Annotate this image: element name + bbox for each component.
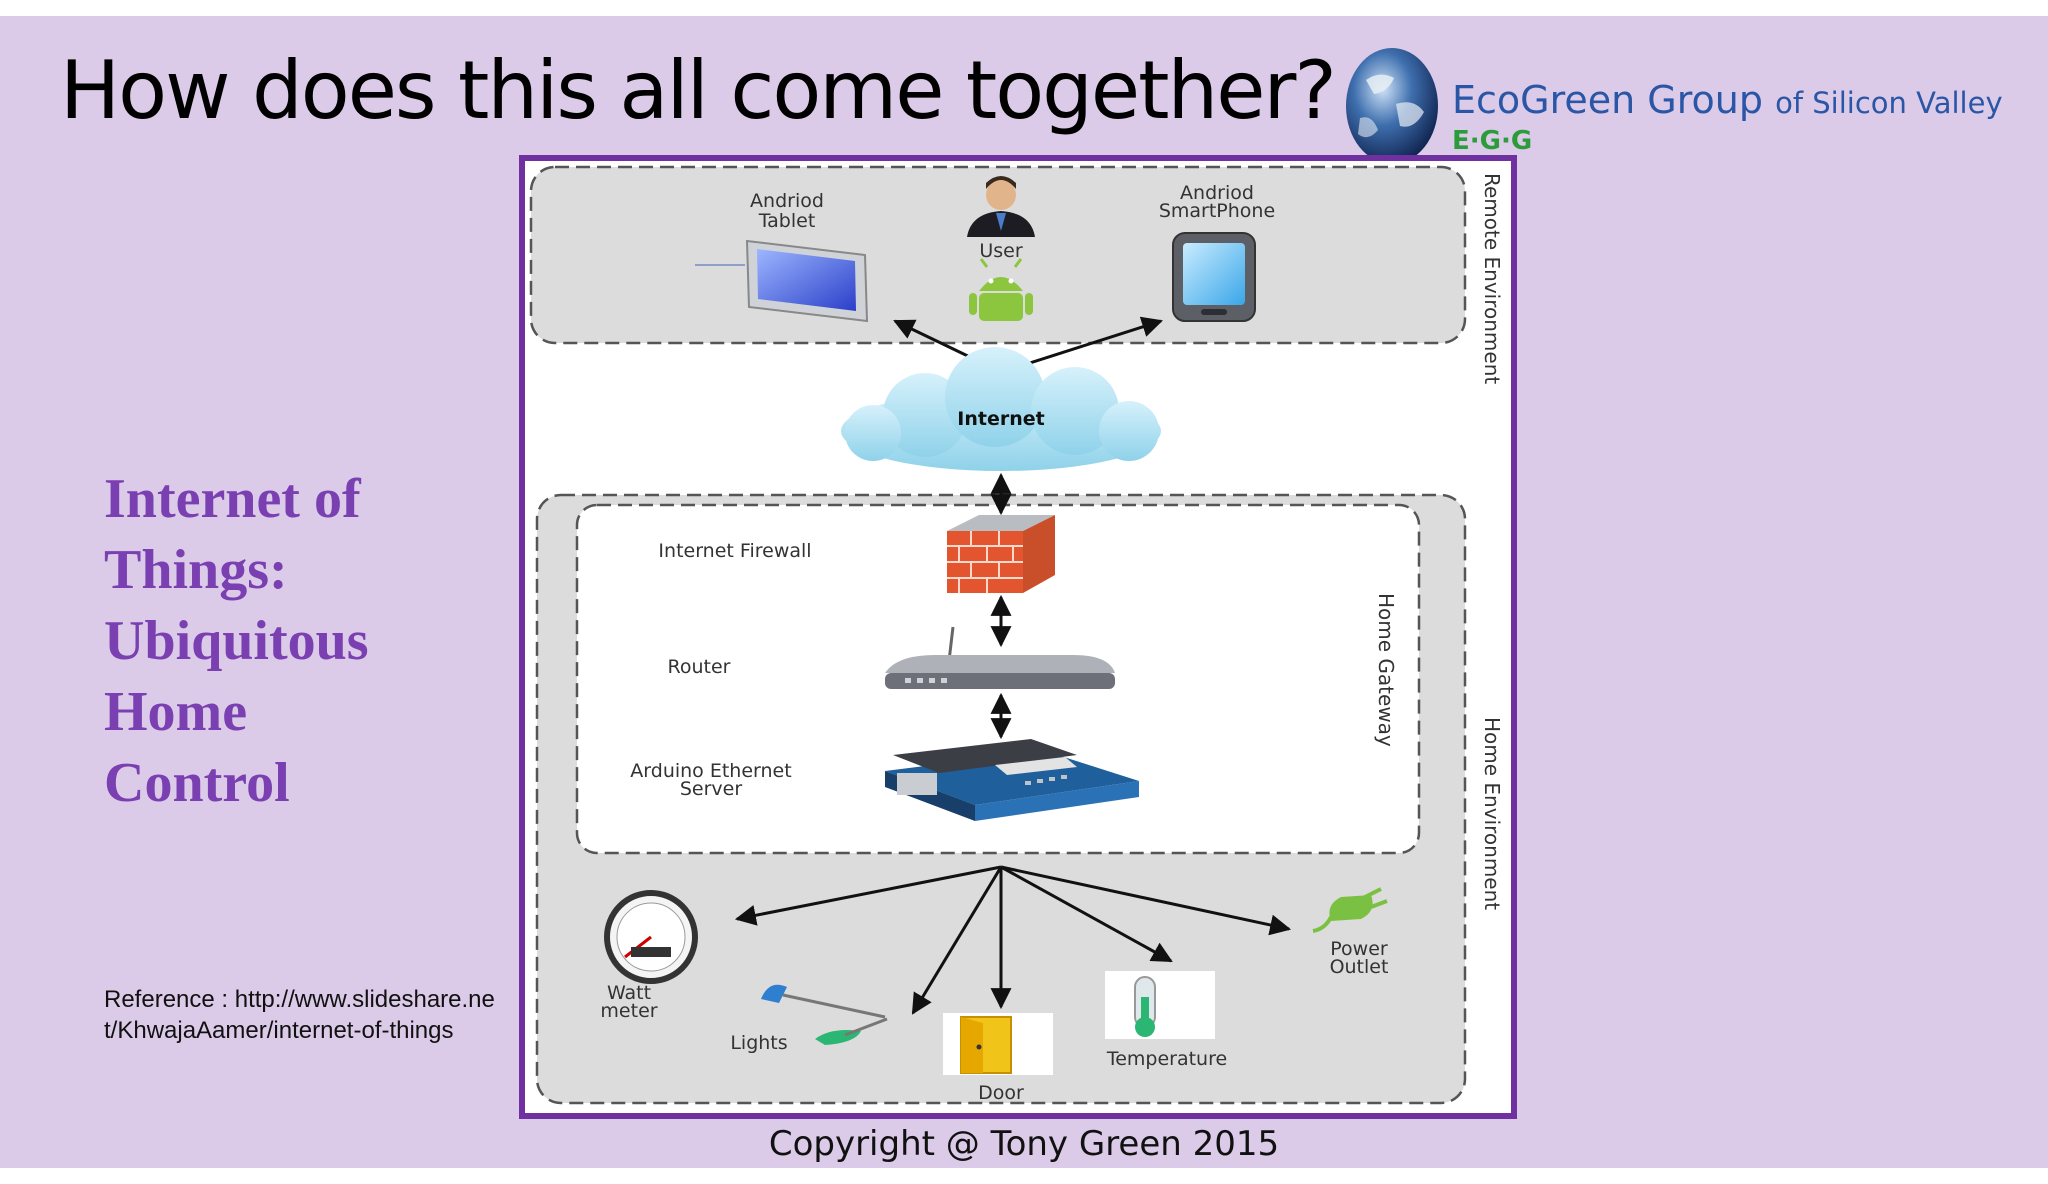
server-label-2: Server: [680, 778, 742, 800]
wattmeter-label-1: Watt: [607, 982, 651, 1004]
side-heading: Internet of Things: Ubiquitous Home Cont…: [104, 468, 369, 814]
power-outlet-icon: [1312, 887, 1388, 933]
iot-diagram: Remote Environment Home Environment Home…: [519, 155, 1517, 1119]
door-label: Door: [978, 1082, 1024, 1104]
wattmeter-label-2: meter: [600, 1000, 657, 1022]
temperature-icon: [1105, 971, 1215, 1039]
arrow-server-lights: [911, 866, 1003, 1015]
router-label: Router: [668, 656, 731, 678]
arduino-server-icon: [885, 739, 1139, 821]
firewall-label: Internet Firewall: [658, 540, 811, 562]
power-outlet-label-2: Outlet: [1330, 956, 1389, 978]
server-label-1: Arduino Ethernet: [630, 760, 791, 782]
firewall-icon: [947, 515, 1055, 593]
logo-name: EcoGreen Group of Silicon Valley: [1452, 78, 2003, 122]
power-outlet-label-1: Power: [1330, 938, 1388, 960]
gateway-zone-label: Home Gateway: [1374, 593, 1398, 747]
internet-cloud-icon: [841, 347, 1161, 471]
wattmeter-icon: [604, 890, 698, 984]
slide: How does this all come together? EcoGree…: [0, 16, 2048, 1168]
copyright-text: Copyright @ Tony Green 2015: [768, 1124, 1280, 1164]
door-icon: [943, 1013, 1053, 1075]
android-icon: [969, 258, 1033, 321]
user-icon: [967, 176, 1035, 237]
tablet-label-1: Andriod: [750, 190, 824, 212]
iot-diagram-svg: Remote Environment Home Environment Home…: [529, 165, 1504, 1105]
internet-label: Internet: [957, 408, 1044, 430]
smartphone-label-2: SmartPhone: [1159, 200, 1275, 222]
lights-icon: [761, 984, 888, 1045]
user-label: User: [979, 240, 1022, 262]
smartphone-label-1: Andriod: [1180, 182, 1254, 204]
tablet-icon: [695, 239, 869, 323]
arrow-server-power-outlet: [1000, 865, 1292, 936]
temperature-label: Temperature: [1106, 1048, 1227, 1070]
globe-icon: [1346, 48, 1438, 164]
remote-zone-label: Remote Environment: [1480, 173, 1504, 384]
smartphone-icon: [1172, 232, 1256, 322]
logo-name-text: EcoGreen Group: [1452, 78, 1763, 122]
arrow-server-wattmeter: [734, 865, 1002, 926]
slide-title: How does this all come together?: [60, 44, 1337, 137]
reference-text: Reference : http://www.slideshare.net/Kh…: [104, 986, 495, 1044]
logo-subtitle: of Silicon Valley: [1775, 86, 2003, 120]
tablet-label-2: Tablet: [758, 210, 816, 232]
arrow-server-temperature: [1000, 865, 1173, 963]
logo-abbreviation: E·G·G: [1452, 126, 1533, 156]
router-icon: [885, 626, 1115, 689]
ecogreen-logo: EcoGreen Group of Silicon Valley E·G·G: [1344, 46, 2034, 168]
home-zone-label: Home Environment: [1480, 717, 1504, 910]
lights-label: Lights: [730, 1032, 787, 1054]
